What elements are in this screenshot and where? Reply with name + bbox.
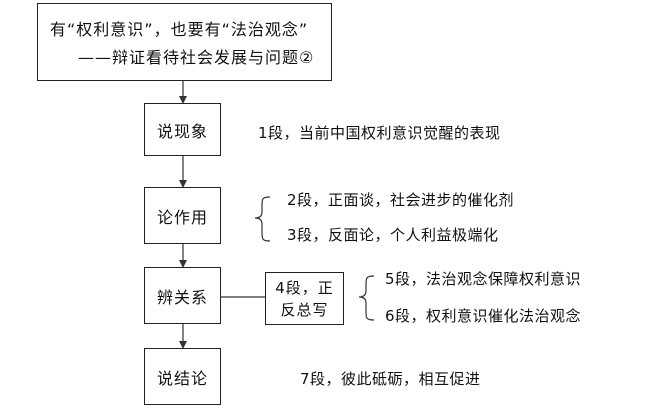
step-sub-box-3-line2: 反总写 [280,300,329,319]
step-box-1: 说现象 [144,103,221,156]
step-box-4: 说结论 [144,348,221,405]
step-label-2: 论作用 [156,207,208,227]
step-label-3: 辨关系 [156,287,208,307]
step-label-4: 说结论 [156,368,208,388]
title-subtitle: ——辩证看待社会发展与问题② [78,48,315,67]
brace-step2 [254,196,271,242]
step-note-3a: 5段，法治观念保障权利意识 [385,270,582,288]
title-main: 有“权利意识”，也要有“法治观念” [50,20,309,39]
step-note-3b: 6段，权利意识催化法治观念 [385,307,582,325]
step-label-1: 说现象 [156,121,208,141]
step-note-4: 7段，彼此砥砺，相互促进 [300,370,481,388]
step-box-3: 辨关系 [144,267,221,324]
step-sub-box-3-line1: 4段，正 [275,278,334,297]
step-note-2b: 3段，反面论，个人利益极端化 [287,226,499,244]
brace-step3 [358,275,375,321]
step-sub-box-3: 4段，正 反总写 [265,272,344,325]
step-note-2a: 2段，正面谈，社会进步的催化剂 [287,191,515,209]
step-note-1: 1段，当前中国权利意识觉醒的表现 [258,124,501,142]
step-box-2: 论作用 [144,187,221,244]
title-box: 有“权利意识”，也要有“法治观念” ——辩证看待社会发展与问题② [37,3,332,81]
